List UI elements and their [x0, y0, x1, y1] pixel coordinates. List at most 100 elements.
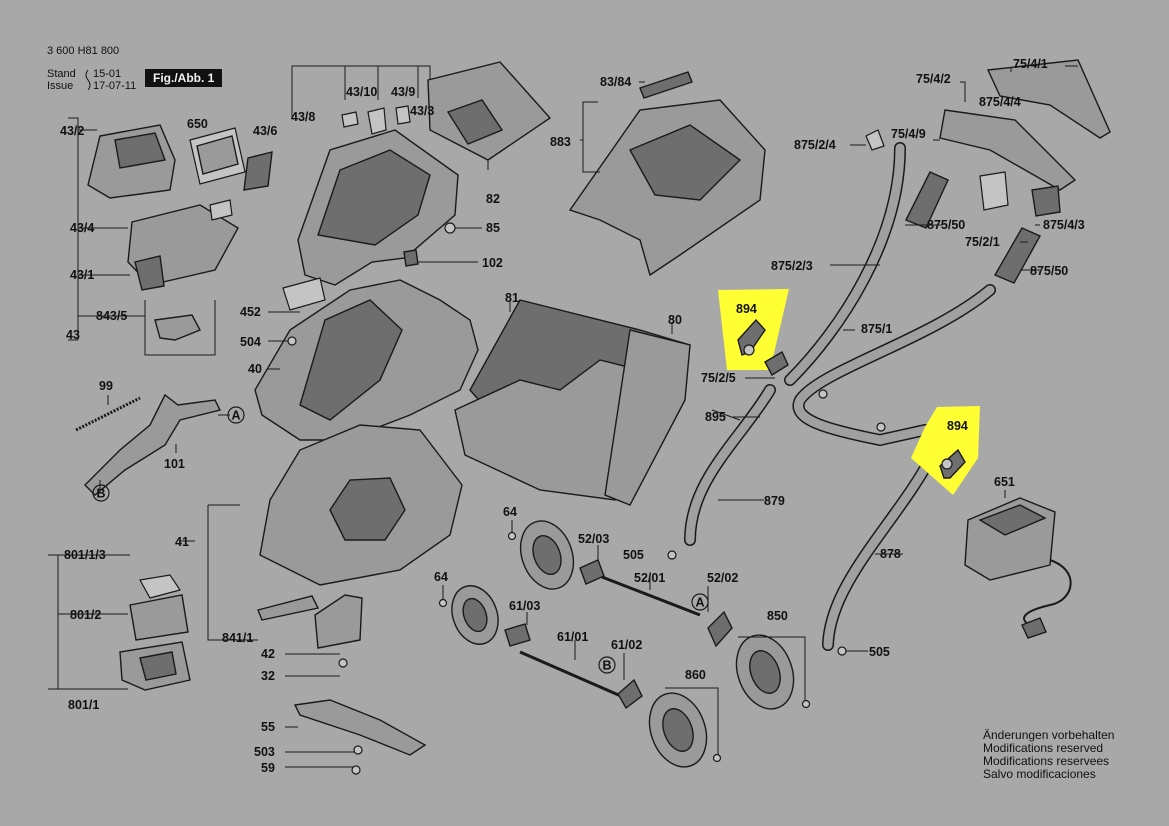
rear-flap-841-1	[257, 595, 320, 621]
callout-875-2-3: 875/2/3	[771, 259, 813, 273]
figure-label: Fig./Abb. 1	[145, 69, 223, 87]
callout-52-02: 52/02	[707, 571, 738, 585]
leads-handle-lower	[718, 377, 903, 652]
clip-843-5	[154, 314, 201, 341]
callout-label: B	[96, 487, 105, 501]
callout-875-1: 875/1	[861, 322, 892, 336]
modifications-note: Änderungen vorbehalten Modifications res…	[983, 729, 1114, 781]
callout-55: 55	[261, 720, 275, 734]
highlight-894-upper	[718, 289, 789, 376]
bracket-843-5	[144, 300, 216, 356]
highlight-894-lower	[911, 406, 980, 495]
handle-group	[667, 59, 1111, 656]
callout-878: 878	[880, 547, 901, 561]
battery-cover-inner	[114, 132, 166, 169]
callout-894-lower: 894	[947, 419, 968, 433]
part-875-2-4	[865, 129, 885, 151]
callout-101: 101	[164, 457, 185, 471]
callout-81: 81	[505, 291, 519, 305]
marker-a-1: A	[227, 406, 245, 424]
callout-99: 99	[99, 379, 113, 393]
callout-43-2: 43/2	[60, 124, 84, 138]
motor-board-801-2	[129, 594, 189, 641]
guard-42	[314, 594, 363, 649]
connector-801-1-3	[139, 574, 181, 599]
callout-42: 42	[261, 647, 275, 661]
lever-894-upper-pivot	[743, 344, 755, 356]
marker-b-2: B	[598, 656, 616, 674]
note-de: Änderungen vorbehalten	[983, 728, 1115, 742]
callout-883: 883	[550, 135, 571, 149]
callout-43: 43	[66, 328, 80, 342]
callout-label: A	[695, 596, 704, 610]
charger-plug	[1021, 617, 1047, 639]
lever-894-upper	[737, 318, 766, 356]
callout-61-02: 61/02	[611, 638, 642, 652]
note-fr: Modifications reservees	[983, 754, 1110, 768]
bracket-43-top	[291, 65, 431, 118]
callout-43-3: 43/3	[410, 104, 434, 118]
knob-right	[876, 422, 886, 432]
part-102	[403, 249, 419, 267]
callout-895: 895	[705, 410, 726, 424]
clamp-875-50-lower	[993, 227, 1041, 284]
note-en: Modifications reserved	[983, 741, 1104, 755]
part-61-02	[617, 678, 643, 710]
lever-894-lower-pivot	[941, 458, 953, 470]
callout-894-upper: 894	[736, 302, 757, 316]
small-part-43-4	[209, 199, 233, 221]
marker-a-2: A	[691, 593, 709, 611]
part-61-03	[504, 623, 531, 647]
bracket-43-leads	[78, 129, 145, 317]
callout-61-01: 61/01	[557, 630, 588, 644]
callout-75-2-1: 75/2/1	[965, 235, 1000, 249]
deck-group	[254, 277, 479, 441]
callout-59: 59	[261, 761, 275, 775]
part-43-10	[367, 107, 387, 135]
callout-879: 879	[764, 494, 785, 508]
callout-801-1: 801/1	[68, 698, 99, 712]
header-brace	[85, 69, 91, 91]
callout-43-8: 43/8	[291, 110, 315, 124]
callout-52-03: 52/03	[578, 532, 609, 546]
callout-64-lower: 64	[434, 570, 448, 584]
part-75-2-1	[979, 171, 1009, 211]
leads-handle	[830, 65, 1078, 331]
callout-102: 102	[482, 256, 503, 270]
callout-801-1-3: 801/1/3	[64, 548, 106, 562]
wheels-group	[438, 520, 811, 768]
motor-group	[48, 554, 191, 691]
callout-843-5: 843/5	[96, 309, 127, 323]
grassbox-80-right	[604, 329, 691, 506]
callout-875-2-4: 875/2/4	[794, 138, 836, 152]
part-number: 3 600 H81 800	[47, 45, 120, 57]
housing-43-3-interior	[317, 149, 431, 246]
callout-43-9: 43/9	[391, 85, 415, 99]
callout-80: 80	[668, 313, 682, 327]
spring-99	[75, 396, 141, 432]
blade-55	[293, 699, 427, 756]
leads-83-883	[580, 81, 645, 173]
handlebar-75-4-1	[986, 59, 1111, 139]
callout-651: 651	[994, 475, 1015, 489]
screw-505-lower	[837, 646, 847, 656]
handlebar-875-4-3-bracket	[1031, 185, 1061, 217]
screw-32	[338, 658, 348, 668]
clamp-75-2-5	[764, 351, 789, 376]
stand-label: Stand	[47, 68, 76, 80]
axles	[519, 575, 701, 702]
callout-83-84: 83/84	[600, 75, 631, 89]
callout-32: 32	[261, 669, 275, 683]
battery-650-cells	[196, 135, 239, 175]
issue-label: Issue	[47, 80, 74, 92]
part-52-02	[707, 610, 733, 648]
marker-b-1: B	[92, 484, 110, 502]
motor-housing-group	[291, 61, 552, 286]
callout-75-4-9: 75/4/9	[891, 127, 926, 141]
callout-61-03: 61/03	[509, 599, 540, 613]
deck-41-fan	[329, 477, 406, 541]
charger-651-top	[978, 504, 1047, 536]
callout-75-4-1: 75/4/1	[1013, 57, 1048, 71]
bracket-801	[48, 554, 130, 690]
callout-860: 860	[685, 668, 706, 682]
